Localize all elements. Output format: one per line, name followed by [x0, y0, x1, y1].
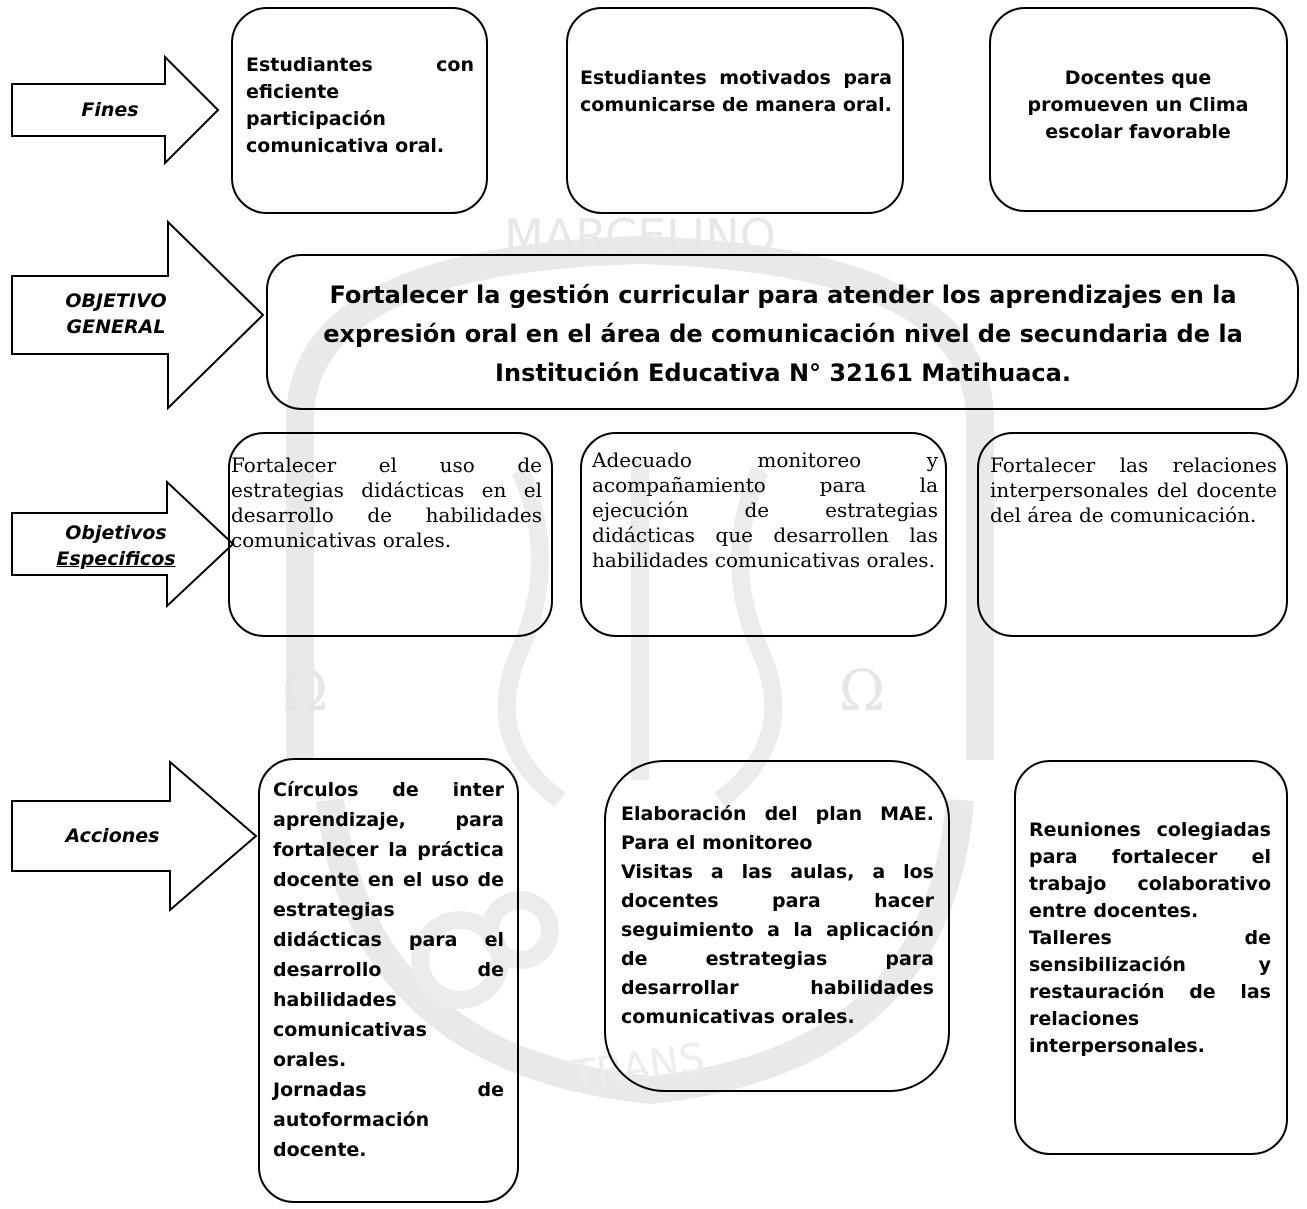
accion-3-item-2: Talleres de sensibilización y restauraci… [1029, 927, 1271, 1057]
accion-2-item-2: Visitas a las aulas, a los docentes para… [621, 861, 934, 1028]
label-acciones: Acciones [65, 825, 160, 847]
objetivo-especifico-text-1: Fortalecer el uso de estrategias didácti… [231, 453, 542, 552]
accion-box-3 [1014, 760, 1288, 1155]
accion-2-item-1: Elaboración del plan MAE. Para el monito… [621, 803, 934, 854]
accion-1-item-1: Círculos de inter aprendizaje, para fort… [273, 779, 504, 1071]
accion-text-3: Reuniones colegiadas para fortalecer el … [1029, 817, 1271, 1060]
label-objetivos-especificos: Objetivos Especificos [36, 520, 196, 572]
objetivo-especifico-text-3: Fortalecer las relaciones interpersonale… [990, 453, 1277, 527]
accion-box-2 [604, 760, 950, 1092]
accion-1-item-2: Jornadas de autoformación docente. [273, 1079, 504, 1161]
label-objetivo-general-line2: GENERAL [66, 316, 166, 338]
arrow-fines-shape [11, 54, 220, 166]
accion-text-2: Elaboración del plan MAE. Para el monito… [621, 800, 934, 1032]
arrow-objetivos-especificos: Objetivos Especificos [10, 479, 235, 609]
label-objetivos-especificos-line1: Objetivos [65, 522, 167, 544]
fines-box-1 [231, 7, 488, 214]
accion-text-1: Círculos de inter aprendizaje, para fort… [273, 775, 504, 1165]
arrow-objetivos-especificos-shape [11, 479, 235, 609]
fines-text-1: Estudiantes con eficiente participación … [246, 54, 474, 157]
arrow-objetivo-general-shape [11, 219, 265, 411]
watermark-omega-right: Ω [839, 659, 885, 724]
watermark-omega-left: Ω [282, 659, 328, 724]
arrow-acciones-shape [11, 759, 258, 913]
fines-box-2 [566, 7, 904, 214]
objetivo-especifico-box-2 [580, 432, 947, 637]
label-objetivos-especificos-line2: Especificos [56, 548, 176, 570]
label-fines: Fines [81, 99, 139, 121]
fines-text-2: Estudiantes motivados para comunicarse d… [580, 67, 892, 116]
fines-box-3 [989, 7, 1288, 212]
objetivo-especifico-box-3 [977, 432, 1288, 637]
label-objetivo-general-line1: OBJETIVO [65, 290, 167, 312]
objetivo-general-box [266, 254, 1299, 410]
label-objetivo-general: OBJETIVO GENERAL [10, 288, 222, 340]
accion-3-item-1: Reuniones colegiadas para fortalecer el … [1029, 819, 1271, 922]
fines-text-3: Docentes que promueven un Clima escolar … [1027, 67, 1249, 143]
objetivo-especifico-text-2: Adecuado monitoreo y acompañamiento para… [592, 448, 938, 572]
arrow-acciones: Acciones [10, 759, 258, 913]
objetivo-especifico-box-1 [228, 432, 553, 637]
objetivo-general-text: Fortalecer la gestión curricular para at… [323, 281, 1243, 387]
accion-box-1 [258, 758, 519, 1203]
arrow-objetivo-general: OBJETIVO GENERAL [10, 219, 265, 411]
arrow-fines: Fines [10, 54, 220, 166]
